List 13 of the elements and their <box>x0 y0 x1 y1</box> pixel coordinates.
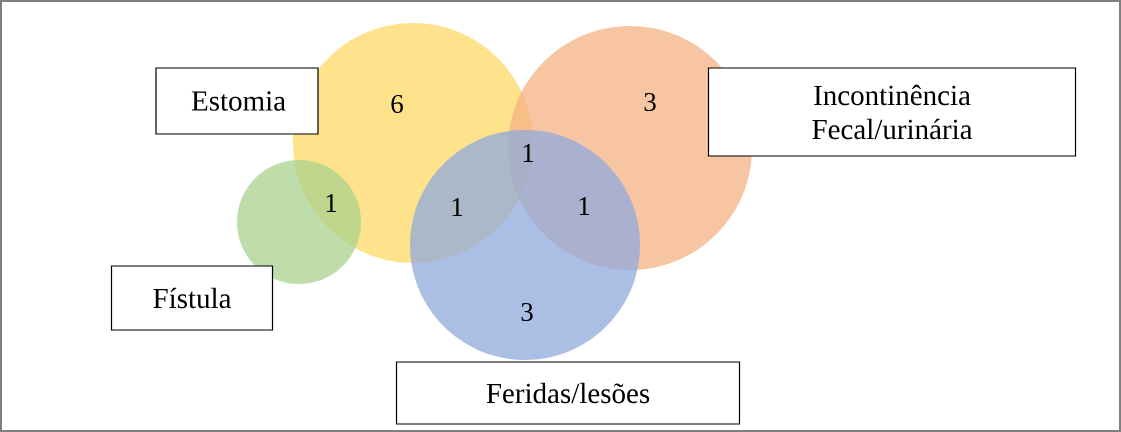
count-label: 1 <box>523 144 534 162</box>
label-box: Estomia <box>155 67 319 135</box>
count-label: 3 <box>644 92 656 112</box>
label-box: Fístula <box>110 265 274 331</box>
count-label: 1 <box>579 197 590 215</box>
count-label: 1 <box>326 194 337 212</box>
label-box: Feridas/lesões <box>395 361 741 425</box>
count-label: 3 <box>521 302 533 322</box>
label-box: Incontinência Fecal/urinária <box>707 67 1077 157</box>
venn-circle <box>237 160 361 284</box>
count-label: 6 <box>391 94 403 114</box>
venn-circle <box>410 130 640 360</box>
count-label: 1 <box>452 198 463 216</box>
